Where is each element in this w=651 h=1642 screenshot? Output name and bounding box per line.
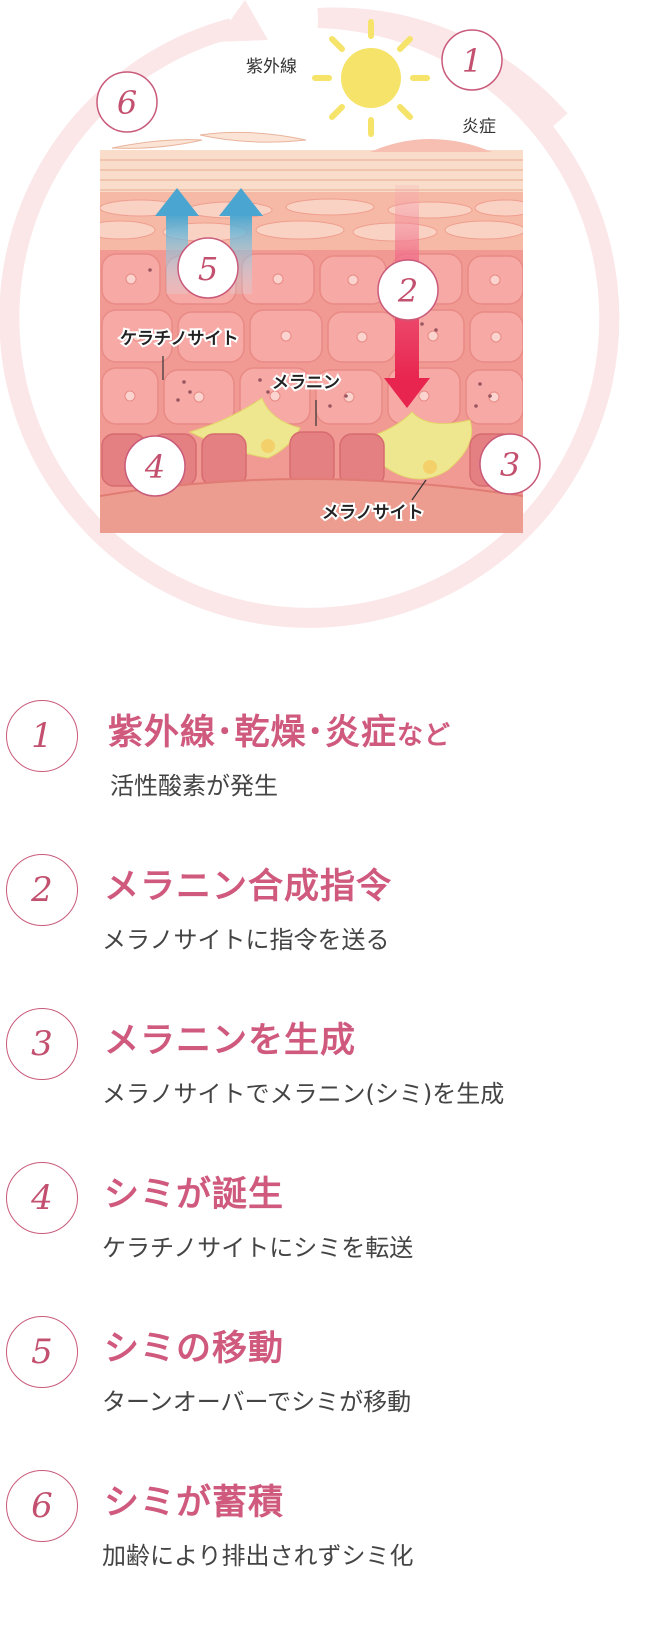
step-description: ターンオーバーでシミが移動 <box>102 1388 412 1416</box>
step-number-badge: 3 <box>6 1008 78 1080</box>
cycle-arrowhead-icon <box>215 0 268 42</box>
step-title: メラニン合成指令 <box>104 866 393 907</box>
step-description: 加齢により排出されずシミ化 <box>102 1542 414 1570</box>
sun-icon <box>312 19 430 137</box>
step-2: 2 メラニン合成指令 メラノサイトに指令を送る <box>0 854 651 994</box>
marker-3: 3 <box>479 433 541 495</box>
label-melanocyte: メラノサイト <box>322 503 424 523</box>
step-description: 活性酸素が発生 <box>110 772 278 800</box>
label-uv: 紫外線 <box>246 57 297 77</box>
step-description: メラノサイトでメラニン(シミ)を生成 <box>102 1080 505 1108</box>
marker-5: 5 <box>177 237 239 299</box>
svg-text:2: 2 <box>397 272 418 310</box>
step-title: メラニンを生成 <box>104 1020 357 1061</box>
svg-text:3: 3 <box>500 446 520 484</box>
svg-text:4: 4 <box>144 448 165 486</box>
step-number-badge: 1 <box>6 700 78 772</box>
step-3: 3 メラニンを生成 メラノサイトでメラニン(シミ)を生成 <box>0 1008 651 1148</box>
svg-text:5: 5 <box>198 250 218 288</box>
step-1: 1 紫外線･乾燥･炎症など 活性酸素が発生 <box>0 700 651 840</box>
step-number-badge: 4 <box>6 1162 78 1234</box>
svg-text:1: 1 <box>462 42 482 80</box>
label-melanin: メラニン <box>272 373 340 393</box>
step-title: シミの移動 <box>104 1328 285 1369</box>
step-title: シミが誕生 <box>104 1174 285 1215</box>
label-keratinocyte: ケラチノサイト <box>120 329 239 349</box>
marker-2: 2 <box>377 259 439 321</box>
step-title: 紫外線･乾燥･炎症など <box>108 712 452 753</box>
step-6: 6 シミが蓄積 加齢により排出されずシミ化 <box>0 1470 651 1610</box>
step-number-badge: 5 <box>6 1316 78 1388</box>
step-title: シミが蓄積 <box>104 1482 285 1523</box>
step-number-badge: 2 <box>6 854 78 926</box>
marker-4: 4 <box>124 435 186 497</box>
svg-text:6: 6 <box>117 84 137 122</box>
inflammation-bump <box>370 139 492 152</box>
marker-6: 6 <box>96 71 158 133</box>
skin-flakes <box>111 131 307 149</box>
label-inflammation: 炎症 <box>462 117 496 137</box>
step-4: 4 シミが誕生 ケラチノサイトにシミを転送 <box>0 1162 651 1302</box>
step-number-badge: 6 <box>6 1470 78 1542</box>
step-description: メラノサイトに指令を送る <box>102 926 390 954</box>
step-5: 5 シミの移動 ターンオーバーでシミが移動 <box>0 1316 651 1456</box>
skin-pigmentation-diagram: 紫外線 炎症 ケラチノサイト メラニン メラノサイト 1 2 3 4 5 6 <box>0 0 620 628</box>
step-description: ケラチノサイトにシミを転送 <box>102 1234 414 1262</box>
marker-1: 1 <box>441 29 503 91</box>
